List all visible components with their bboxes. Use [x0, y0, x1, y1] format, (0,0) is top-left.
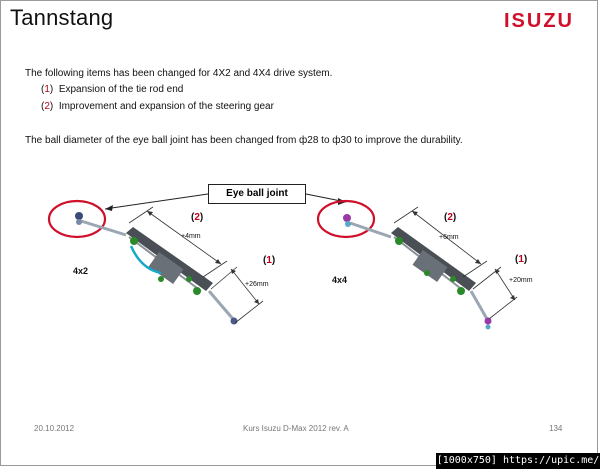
footer-page-number: 134: [549, 424, 563, 433]
item-text: Expansion of the tie rod end: [58, 84, 184, 95]
dimension-label: +20mm: [509, 277, 533, 284]
dimension-label: +26mm: [245, 281, 269, 288]
ball-diameter-note: The ball diameter of the eye ball joint …: [25, 135, 463, 146]
callout-arrowhead-left: [105, 205, 113, 211]
list-item: (2) Improvement and expansion of the ste…: [41, 101, 274, 112]
eye-ball-joint-highlight-right: [316, 199, 376, 239]
item-marker-2-left: (2): [191, 212, 204, 223]
footer-date: 20.10.2012: [34, 424, 75, 433]
steering-gear-4x2: [75, 206, 264, 325]
item-number: 1: [44, 84, 50, 95]
footer-course: Kurs Isuzu D-Max 2012 rev. A: [243, 424, 349, 433]
list-item: (1) Expansion of the tie rod end: [41, 84, 184, 95]
dimension-label: +4mm: [181, 233, 201, 240]
item-marker-2-right: (2): [444, 212, 457, 223]
eye-ball-joint-highlight-left: [47, 199, 107, 239]
dimension-label: +6mm: [439, 234, 459, 241]
item-marker-1-left: (1): [263, 255, 276, 266]
steering-gear-4x4: [343, 206, 518, 330]
item-text: Improvement and expansion of the steerin…: [58, 101, 274, 112]
variant-label-4x2: 4x2: [73, 266, 89, 276]
callout-arrow-left: [104, 193, 209, 210]
item-number: 2: [44, 101, 50, 112]
item-marker-1-right: (1): [515, 254, 528, 265]
intro-text: The following items has been changed for…: [25, 68, 333, 79]
variant-label-4x4: 4x4: [332, 275, 348, 285]
slide-title: Tannstang: [10, 5, 114, 30]
isuzu-logo: ISUZU: [504, 10, 574, 30]
logo-text: ISUZU: [504, 10, 574, 30]
eye-ball-joint-callout: Eye ball joint: [208, 184, 306, 204]
watermark: [1000x750] https://upic.me/: [436, 453, 600, 469]
